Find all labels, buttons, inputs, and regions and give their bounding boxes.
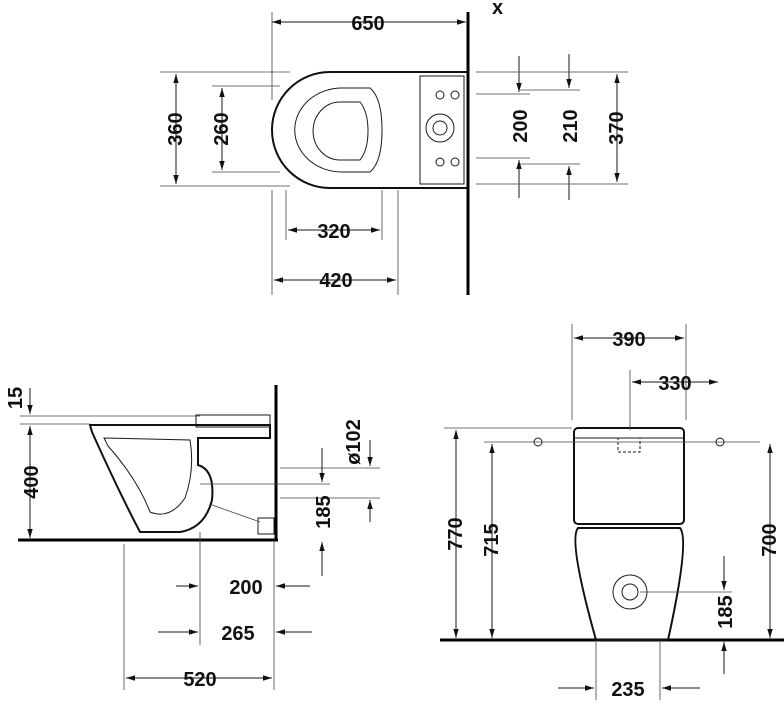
dim-200-top: 200	[510, 109, 532, 142]
fix-hole-top-r	[450, 90, 460, 100]
dim-15: 15	[5, 387, 27, 409]
pan-front	[574, 527, 685, 641]
top-view: x 650 360 260 320 420	[160, 0, 628, 295]
side-view: 15 400 ø102 185 200 265 520	[5, 385, 380, 691]
dim-390: 390	[612, 329, 645, 351]
dim-360: 360	[165, 112, 187, 145]
dim-260: 260	[211, 112, 233, 145]
dim-330: 330	[658, 373, 691, 395]
seat-outline	[294, 87, 383, 173]
dim-400: 400	[21, 465, 43, 498]
dim-185-side: 185	[313, 495, 335, 528]
tank-outline	[419, 75, 465, 185]
inlet-front-inner	[621, 583, 639, 601]
fix-hole-bottom	[435, 157, 445, 167]
fix-hole-top	[435, 90, 445, 100]
dim-420: 420	[319, 270, 352, 292]
flush-button	[617, 437, 641, 453]
dim-650: 650	[351, 13, 384, 35]
dim-265: 265	[221, 623, 254, 645]
outlet-circle	[425, 113, 455, 143]
dim-715: 715	[481, 523, 503, 556]
wall-label: x	[492, 0, 503, 19]
bowl-opening	[312, 101, 369, 161]
bowl-side-outline	[88, 424, 271, 533]
bowl-outline	[271, 71, 468, 189]
dim-370: 370	[606, 111, 628, 144]
bowl-side-inner	[103, 437, 193, 515]
dim-outlet-diameter: ø102	[343, 419, 365, 465]
dim-320: 320	[317, 221, 350, 243]
tank-front	[573, 427, 685, 525]
dim-770: 770	[445, 517, 467, 550]
dim-520: 520	[183, 669, 216, 691]
front-view: 390 330 770 715 700 185 235	[440, 324, 784, 701]
fix-hole-bottom-r	[450, 157, 460, 167]
dim-235: 235	[611, 679, 644, 701]
dim-185-front: 185	[715, 595, 737, 628]
dim-210: 210	[560, 109, 582, 142]
outlet-side	[257, 517, 275, 535]
dim-200-side: 200	[229, 577, 262, 599]
outlet-inner	[432, 120, 448, 136]
seat-side	[195, 414, 271, 428]
dim-700: 700	[759, 523, 781, 556]
